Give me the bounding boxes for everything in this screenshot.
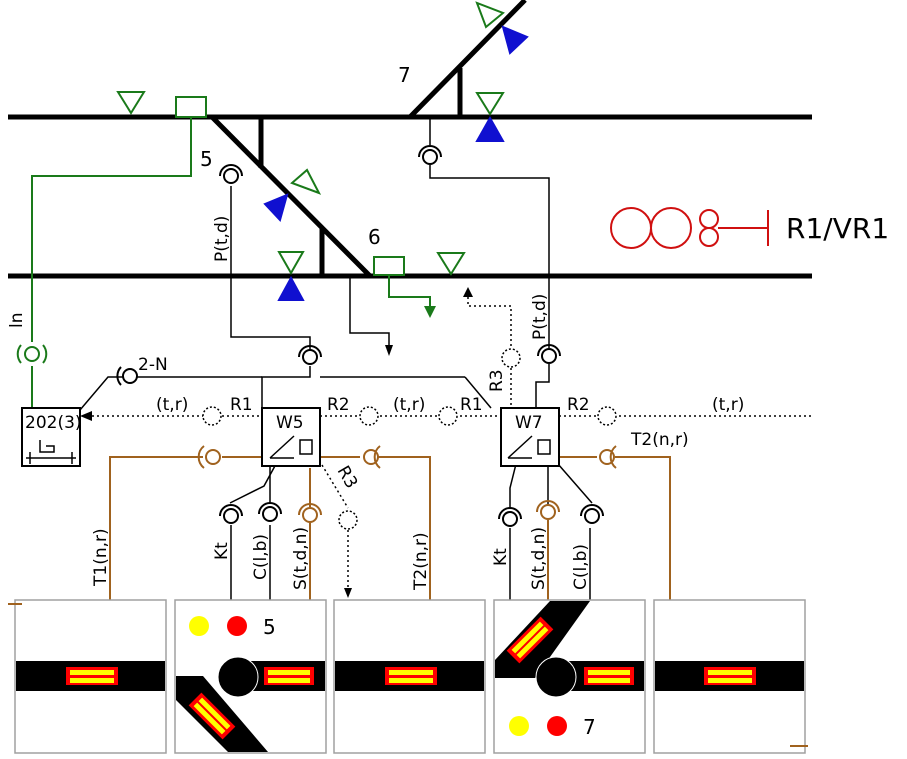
box-w5: W5 xyxy=(261,407,321,467)
box-202-label: 202(3) xyxy=(25,413,82,433)
green-wiring xyxy=(31,117,431,408)
ln-connector-icon xyxy=(16,344,48,364)
brown-wiring xyxy=(109,456,671,600)
dotted-connector-r1-left-icon xyxy=(202,406,222,426)
cable-label-r2-mid: R2 xyxy=(327,395,350,415)
cable-label-r1-mid: R1 xyxy=(460,395,483,415)
panel-2-yellow-lamp-icon xyxy=(189,616,209,636)
legend-lamp-1-icon xyxy=(610,207,652,249)
cable-label-s-tdn-right: S(t,d,n) xyxy=(529,527,549,590)
cable-label-tr-left: (t,r) xyxy=(156,395,188,415)
plug-upper-right-icon xyxy=(418,145,442,165)
dotted-arrow-down-icon xyxy=(344,588,352,598)
signal-lower-left-open-triangle-icon xyxy=(277,251,305,276)
legend-lamp-2-icon xyxy=(650,207,692,249)
dotted-connector-r1-mid-icon xyxy=(438,406,458,426)
panel-4: 7 xyxy=(493,599,646,754)
bottom-panels: 5 7 xyxy=(8,599,808,754)
dotted-arrow-left-icon xyxy=(80,411,92,421)
cable-label-tr-mid: (t,r) xyxy=(393,395,425,415)
cable-label-r2-right: R2 xyxy=(567,395,590,415)
plug-kt-left-icon xyxy=(219,504,243,524)
panel-2: 5 xyxy=(174,599,327,754)
dotted-wiring xyxy=(92,292,812,590)
signal-upper-left-open-triangle-icon xyxy=(116,91,146,115)
signal-switch5-open-triangle-icon xyxy=(290,168,322,195)
box-w5-label: W5 xyxy=(276,413,304,433)
crossover-track-7 xyxy=(408,0,527,119)
switch-number-7: 7 xyxy=(398,63,411,87)
cable-label-p-td-left: P(t,d) xyxy=(212,216,232,262)
brown-plug-t2-mid-icon xyxy=(363,445,381,469)
signal-markers xyxy=(116,1,529,301)
track-layout xyxy=(8,0,812,279)
panel-4-number: 7 xyxy=(583,715,596,739)
legend-lamp-4-icon xyxy=(699,227,719,247)
plug-clb-right-icon xyxy=(580,504,604,524)
black-wiring xyxy=(79,117,593,600)
brown-plug-connectors xyxy=(197,445,617,523)
plug-kt-right-icon xyxy=(498,507,522,527)
cable-label-t2-nr-mid: T2(n,r) xyxy=(411,532,431,591)
plug-2n-icon xyxy=(116,366,138,386)
signal-switch7-open-triangle-icon xyxy=(475,1,505,29)
signal-upper-right-filled-triangle-icon xyxy=(475,115,505,142)
dotted-connector-r3-top-icon xyxy=(501,348,521,368)
plug-clb-left-icon xyxy=(258,502,282,522)
box-w7: W7 xyxy=(500,407,560,467)
signal-switch5-filled-triangle-icon xyxy=(263,193,289,222)
cable-label-2n: 2-N xyxy=(138,355,168,375)
lower-track-detector-box xyxy=(373,256,405,276)
cable-label-c-lb-right: C(l,b) xyxy=(571,544,591,590)
panel-3 xyxy=(333,599,486,754)
brown-plug-t2-right-icon xyxy=(599,445,617,469)
panel-1 xyxy=(14,599,167,754)
dotted-connector-r2-mid-icon xyxy=(359,406,379,426)
legend-lamp-3-icon xyxy=(699,209,719,229)
brown-plug-t1-icon xyxy=(197,445,221,469)
signal-legend xyxy=(610,207,769,249)
brown-plug-stdn-left-icon xyxy=(298,503,322,523)
dotted-connectors xyxy=(202,348,617,530)
plug-w5-top-icon xyxy=(298,345,322,365)
cable-label-ln: ln xyxy=(7,313,27,329)
crossover-track-5-6 xyxy=(210,115,372,278)
signal-lower-right-open-triangle-icon xyxy=(436,252,466,276)
plug-w7-top-icon xyxy=(537,344,561,364)
panel-2-red-lamp-icon xyxy=(227,616,247,636)
panel-4-red-lamp-icon xyxy=(547,716,567,736)
cable-label-p-td-right: P(t,d) xyxy=(530,294,550,340)
dotted-arrow-up-icon xyxy=(463,287,473,297)
black-arrow-down-icon xyxy=(385,345,393,356)
dotted-connector-r3-mid-icon xyxy=(338,510,358,530)
plug-switch5-icon xyxy=(219,164,243,184)
signal-upper-right-open-triangle-icon xyxy=(475,92,505,116)
green-arrow-icon xyxy=(424,306,436,318)
panel-4-yellow-lamp-icon xyxy=(509,716,529,736)
cable-label-c-lb-left: C(l,b) xyxy=(251,534,271,580)
cable-label-tr-right: (t,r) xyxy=(712,395,744,415)
box-202: 202(3) xyxy=(21,407,82,467)
dotted-connector-r2-right-icon xyxy=(597,406,617,426)
cable-label-s-tdn-left: S(t,d,n) xyxy=(291,527,311,590)
box-w7-label: W7 xyxy=(515,413,543,433)
cable-label-kt-left: Kt xyxy=(212,542,232,560)
switch-number-6: 6 xyxy=(368,225,381,249)
cable-label-t1-nr: T1(n,r) xyxy=(91,528,111,587)
panel-5 xyxy=(653,599,806,754)
panel-2-number: 5 xyxy=(263,615,276,639)
signal-switch7-filled-triangle-icon xyxy=(501,25,529,55)
switch-number-5: 5 xyxy=(200,147,213,171)
brown-plug-stdn-right-icon xyxy=(536,500,560,520)
cable-label-t2-nr-right: T2(n,r) xyxy=(630,430,689,450)
upper-track-detector-box xyxy=(175,96,207,118)
cable-label-r3-mid: R3 xyxy=(333,463,362,493)
cable-label-r1-left: R1 xyxy=(230,395,253,415)
signal-lower-left-filled-triangle-icon xyxy=(277,275,305,301)
cable-label-kt-right: Kt xyxy=(491,548,511,566)
legend-signal-label: R1/VR1 xyxy=(786,212,889,245)
black-plug-connectors xyxy=(116,145,604,527)
cable-label-r3-top: R3 xyxy=(487,369,507,392)
